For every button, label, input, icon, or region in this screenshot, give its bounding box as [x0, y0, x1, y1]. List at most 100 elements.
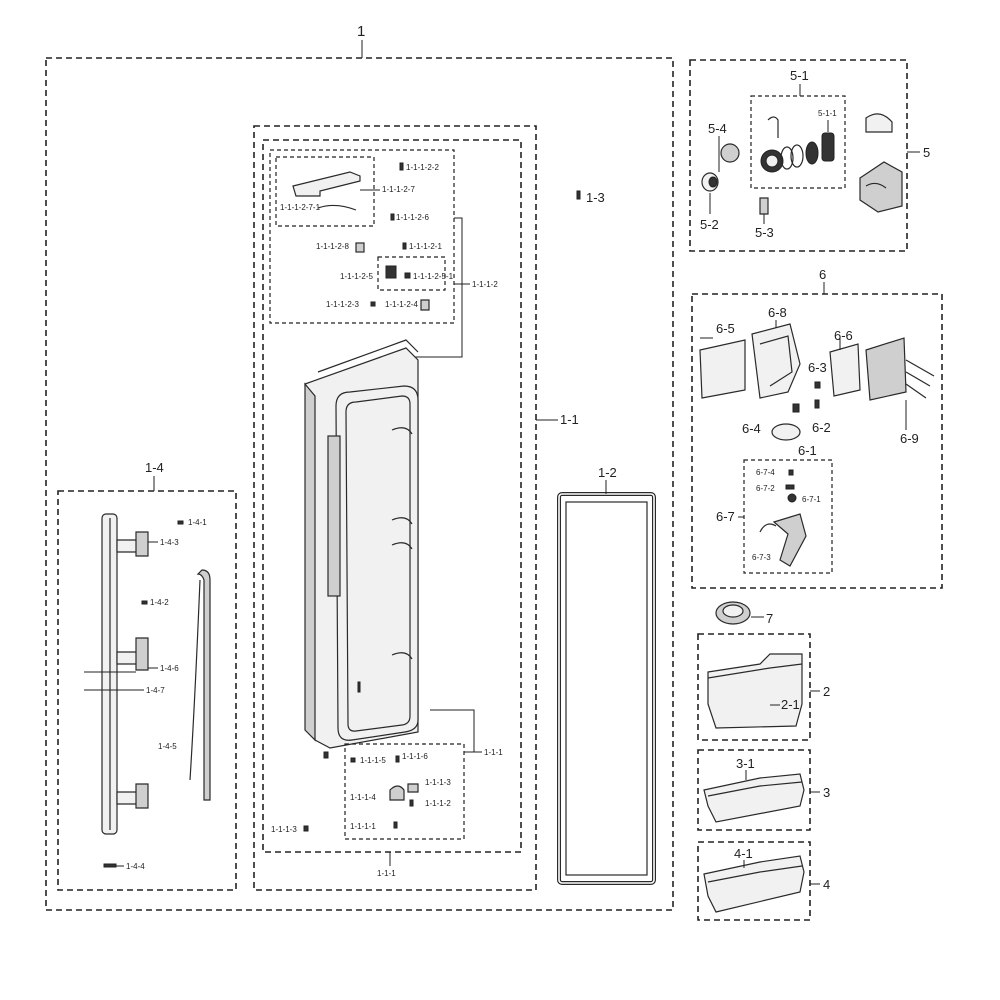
label-6-8[interactable]: 6-8 [768, 305, 787, 320]
motor-assembly-5 [859, 113, 903, 213]
part-5-4 [720, 143, 740, 163]
part-1-1-1-3b [303, 825, 309, 832]
label-1-1-1-4[interactable]: 1-1-1-4 [350, 793, 376, 802]
part-6-3 [814, 381, 821, 389]
label-1-1-1-2-4[interactable]: 1-1-1-2-4 [385, 300, 418, 309]
label-1-1[interactable]: 1-1 [560, 412, 579, 427]
label-6-7-2[interactable]: 6-7-2 [756, 484, 775, 493]
screw-1-4-2 [141, 600, 148, 605]
housing-6-8 [751, 323, 801, 399]
bracket-1-1-1-2-7 [292, 171, 361, 197]
label-1-3[interactable]: 1-3 [586, 190, 605, 205]
part-1-1-1-2-5 [385, 265, 397, 279]
gasket-1-2 [557, 492, 656, 885]
label-4-1[interactable]: 4-1 [734, 846, 753, 861]
label-6-7[interactable]: 6-7 [716, 509, 735, 524]
part-6-7-1 [787, 493, 797, 503]
label-1-1-1-3[interactable]: 1-1-1-3 [425, 778, 451, 787]
label-6-7-3[interactable]: 6-7-3 [752, 553, 771, 562]
label-1-4-7[interactable]: 1-4-7 [146, 686, 165, 695]
label-4[interactable]: 4 [823, 877, 830, 892]
label-1-1-1-2-5[interactable]: 1-1-1-2-5 [340, 272, 373, 281]
panel-6-5 [699, 339, 746, 399]
screw-1-4-4 [103, 863, 117, 868]
part-6-7-4 [788, 469, 794, 476]
label-1-1-1-2-7-1[interactable]: 1-1-1-2-7-1 [280, 203, 321, 212]
label-6[interactable]: 6 [819, 267, 826, 282]
group-1-1-1-2-outline [269, 149, 455, 324]
label-1-1-1-2-2[interactable]: 1-1-1-2-2 [406, 163, 439, 172]
label-1-1-1-2[interactable]: 1-1-1-2 [425, 799, 451, 808]
label-1-4-1[interactable]: 1-4-1 [188, 518, 207, 527]
part-1-1-1-2-3 [370, 301, 376, 307]
group-4-outline [697, 841, 811, 921]
part-1-1-1-2-6 [390, 213, 395, 221]
label-6-3[interactable]: 6-3 [808, 360, 827, 375]
label-1-1-1-bottom[interactable]: 1-1-1 [377, 869, 396, 878]
label-6-4[interactable]: 6-4 [742, 421, 761, 436]
part-1-1-1-2-1 [402, 242, 407, 250]
dispenser-lever-6-7-3 [772, 513, 807, 567]
group-3-outline [697, 749, 811, 831]
handle-bar [101, 513, 149, 835]
label-3[interactable]: 3 [823, 785, 830, 800]
label-1-1-1-2-3[interactable]: 1-1-1-2-3 [326, 300, 359, 309]
label-1-4-5[interactable]: 1-4-5 [158, 742, 177, 751]
label-5-1-1[interactable]: 5-1-1 [818, 109, 837, 118]
label-1-1-1-1[interactable]: 1-1-1-1 [350, 822, 376, 831]
label-3-1[interactable]: 3-1 [736, 756, 755, 771]
label-6-9[interactable]: 6-9 [900, 431, 919, 446]
label-2-1[interactable]: 2-1 [781, 697, 800, 712]
label-7[interactable]: 7 [766, 611, 773, 626]
label-1-4-3[interactable]: 1-4-3 [160, 538, 179, 547]
label-1-1-1-2-7[interactable]: 1-1-1-2-7 [382, 185, 415, 194]
part-1-1-1-3 [407, 783, 419, 793]
label-5-4[interactable]: 5-4 [708, 121, 727, 136]
label-1-1-1-1-top[interactable]: 1-1-1 [484, 748, 503, 757]
group-1-1-1-1-outline [344, 743, 465, 840]
label-1-1-1-2-8[interactable]: 1-1-1-2-8 [316, 242, 349, 251]
label-5[interactable]: 5 [923, 145, 930, 160]
bin-2-1 [707, 653, 803, 729]
label-5-2[interactable]: 5-2 [700, 217, 719, 232]
label-1-1-1-3-outer[interactable]: 1-1-1-3 [271, 825, 297, 834]
group-1-4-outline [57, 490, 237, 891]
group-2-outline [697, 633, 811, 741]
shelf-4-1 [703, 855, 805, 913]
label-1-1-1-5[interactable]: 1-1-1-5 [360, 756, 386, 765]
label-1-4-2[interactable]: 1-4-2 [150, 598, 169, 607]
label-6-7-1[interactable]: 6-7-1 [802, 495, 821, 504]
label-6-5[interactable]: 6-5 [716, 321, 735, 336]
part-1-1-1-2b [409, 799, 414, 807]
group-1-1-1-outline [262, 139, 522, 853]
label-5-3[interactable]: 5-3 [755, 225, 774, 240]
part-1-1-1-2-2 [399, 162, 404, 171]
label-5-1[interactable]: 5-1 [790, 68, 809, 83]
label-6-7-4[interactable]: 6-7-4 [756, 468, 775, 477]
label-1-1-1-2-6[interactable]: 1-1-1-2-6 [396, 213, 429, 222]
label-2[interactable]: 2 [823, 684, 830, 699]
shelf-3-1 [703, 773, 805, 823]
part-1-1-1-4 [389, 785, 405, 801]
label-1-4[interactable]: 1-4 [145, 460, 164, 475]
screw-1-4-1 [177, 520, 184, 525]
label-1-1-1-2[interactable]: 1-1-1-2 [472, 280, 498, 289]
group-5-outline [689, 59, 908, 252]
label-1-4-4[interactable]: 1-4-4 [126, 862, 145, 871]
label-1-1-1-2-1[interactable]: 1-1-1-2-1 [409, 242, 442, 251]
group-1-1-1-2-5-outline [377, 256, 446, 291]
group-1-outline [45, 57, 674, 911]
label-1-2[interactable]: 1-2 [598, 465, 617, 480]
label-1-4-6[interactable]: 1-4-6 [160, 664, 179, 673]
label-1-1-1-2-5-1[interactable]: 1-1-1-2-5-1 [413, 272, 454, 281]
label-6-6[interactable]: 6-6 [834, 328, 853, 343]
label-6-1[interactable]: 6-1 [798, 443, 817, 458]
group-1-1-1-2-7-outline [275, 156, 375, 227]
label-1-1-1-6[interactable]: 1-1-1-6 [402, 752, 428, 761]
label-1[interactable]: 1 [357, 23, 365, 40]
part-1-1-1-2-8 [355, 242, 365, 253]
part-5-2 [701, 172, 719, 192]
part-1-3 [576, 190, 581, 200]
label-6-2[interactable]: 6-2 [812, 420, 831, 435]
